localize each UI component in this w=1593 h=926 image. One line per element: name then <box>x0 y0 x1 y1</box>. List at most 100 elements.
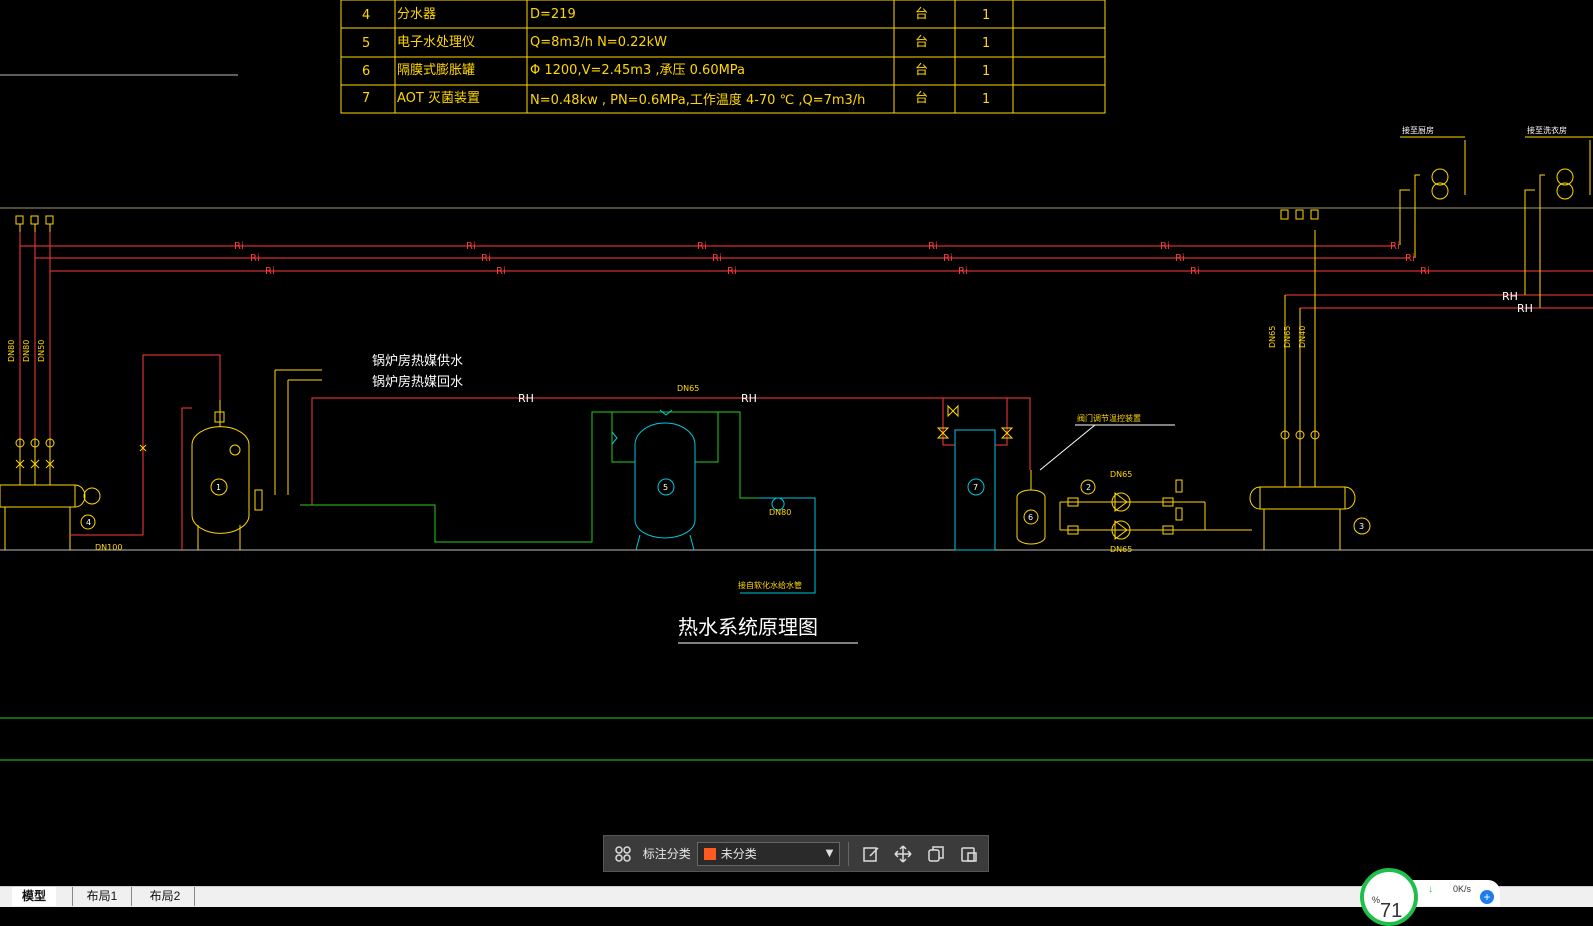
gauge-percent-unit: % <box>1372 895 1381 905</box>
pipe-label: Ri <box>727 266 737 277</box>
return-pipe-left <box>70 354 221 536</box>
table-row-4-no: 4 <box>362 8 370 23</box>
table-row-5-qty: 1 <box>982 36 990 51</box>
pipe-label: Ri <box>943 253 953 264</box>
boiler-return-label: 锅炉房热媒回水 <box>372 374 463 390</box>
cad-drawing-canvas[interactable]: 4 分水器 D=219 台 1 5 电子水处理仪 Q=8m3/h N=0.22k… <box>0 0 1593 880</box>
aot-unit-7 <box>954 429 996 551</box>
plus-icon[interactable]: + <box>1480 890 1494 904</box>
toolbar-divider <box>848 841 850 866</box>
pipe-label: Ri <box>265 266 275 277</box>
dn80-label-mid: DN80 <box>769 508 791 517</box>
pipe-label: Ri <box>1420 266 1430 277</box>
ri-pipes <box>19 230 1593 438</box>
table-row-7-spec: N=0.48kw , PN=0.6MPa,工作温度 4-70 ℃ ,Q=7m3/… <box>530 92 865 108</box>
dn40-right: DN40 <box>1298 326 1307 348</box>
table-row-6-unit: 台 <box>915 63 928 78</box>
callout-3: 3 <box>1359 522 1364 531</box>
valve-note: 阀门调节温控装置 <box>1077 413 1141 423</box>
table-row-4-unit: 台 <box>915 7 928 22</box>
cold-water-pipe <box>300 411 760 543</box>
distributor-3 <box>1249 209 1371 550</box>
pipe-label: Ri <box>1390 241 1400 252</box>
table-row-5-spec: Q=8m3/h N=0.22kW <box>530 35 667 50</box>
drawing-title: 热水系统原理图 <box>678 615 818 639</box>
table-row-4-spec: D=219 <box>530 7 576 22</box>
dn-label-left-1: DN80 <box>7 340 16 362</box>
outlet-note-1: 接至厨房 <box>1402 125 1434 135</box>
table-row-6-name: 隔膜式膨胀罐 <box>397 63 475 78</box>
layout-tab-bar: 模型 布局1 布局2 <box>0 886 1593 907</box>
arrow-down-icon: ↓ <box>1428 884 1433 895</box>
table-row-5-name: 电子水处理仪 <box>397 35 475 50</box>
boiler-supply-label: 锅炉房热媒供水 <box>372 353 463 369</box>
pipe-label: Ri <box>1190 266 1200 277</box>
softwater-note: 接自软化水给水管 <box>738 580 802 590</box>
callout-4: 4 <box>86 518 91 527</box>
dn65-pump-top: DN65 <box>1110 470 1132 479</box>
table-row-4-name: 分水器 <box>397 7 436 22</box>
pipe-label: Ri <box>697 241 707 252</box>
dn65-right-2: DN65 <box>1283 326 1292 348</box>
dn65-pump-bottom: DN65 <box>1110 545 1132 554</box>
table-row-6-qty: 1 <box>982 64 990 79</box>
callout-2: 2 <box>1086 483 1091 492</box>
dn65-label-top: DN65 <box>677 384 699 393</box>
pressure-vessel-6 <box>1016 470 1046 545</box>
paste-icon[interactable] <box>955 840 982 868</box>
callout-6: 6 <box>1028 513 1033 522</box>
download-rate: 0K/s <box>1453 884 1472 894</box>
chevron-down-icon: ▼ <box>825 848 834 859</box>
aot-bypass <box>942 398 1008 446</box>
pipe-label: Ri <box>1175 253 1185 264</box>
distributor-4 <box>0 438 101 550</box>
expansion-tank-5 <box>611 409 808 551</box>
pipe-label: Ri <box>496 266 506 277</box>
softwater-inlet <box>740 497 816 594</box>
equipment-table-text: 4 分水器 D=219 台 1 5 电子水处理仪 Q=8m3/h N=0.22k… <box>362 7 990 108</box>
callout-1: 1 <box>216 483 221 492</box>
rh-label: RH <box>1517 302 1533 315</box>
table-row-7-qty: 1 <box>982 92 990 107</box>
pipe-label: Ri <box>481 253 491 264</box>
tab-layout2[interactable]: 布局2 <box>136 887 195 906</box>
circulation-pumps-2 <box>1059 479 1252 540</box>
bypass-valves <box>936 404 1014 439</box>
annotation-category-label: 标注分类 <box>642 847 691 861</box>
callout-5: 5 <box>663 483 668 492</box>
valve-icon <box>139 444 147 452</box>
tab-model[interactable]: 模型 <box>12 887 56 906</box>
pipe-label: Ri <box>466 241 476 252</box>
left-riser-valves <box>15 215 54 232</box>
equipment-table <box>340 0 1106 114</box>
tab-layout1[interactable]: 布局1 <box>72 887 132 906</box>
heat-supply-line <box>181 407 192 550</box>
right-outlets <box>1399 136 1593 308</box>
copy-icon[interactable] <box>923 840 950 868</box>
pipe-label: Ri <box>928 241 938 252</box>
category-selected-value: 未分类 <box>720 847 757 861</box>
water-heater-1 <box>191 369 322 550</box>
outlet-note-2: 接至洗衣房 <box>1527 125 1567 135</box>
dn100-label: DN100 <box>95 543 122 552</box>
pipe-label: Ri <box>1405 253 1415 264</box>
speed-gauge[interactable]: 71% <box>1360 868 1418 926</box>
move-icon[interactable] <box>890 840 917 868</box>
cold-water-riser-2 <box>695 412 719 463</box>
pipe-label: Ri <box>234 241 244 252</box>
rh-label: RH <box>518 392 534 405</box>
category-dropdown[interactable]: 未分类 ▼ <box>696 841 841 866</box>
table-row-7-name: AOT 灭菌装置 <box>397 91 480 106</box>
table-row-5-unit: 台 <box>915 35 928 50</box>
pipe-label: Ri <box>958 266 968 277</box>
pipe-label: Ri <box>712 253 722 264</box>
table-row-6-spec: Φ 1200,V=2.45m3 ,承压 0.60MPa <box>530 63 745 78</box>
gauge-percent: 71 <box>1380 900 1403 922</box>
rh-pipe <box>311 397 1031 505</box>
dn-label-left-2: DN80 <box>22 340 31 362</box>
rh-label: RH <box>741 392 757 405</box>
callout-7: 7 <box>973 483 978 492</box>
edit-icon[interactable] <box>857 840 884 868</box>
grid-view-icon[interactable] <box>610 840 637 868</box>
table-row-7-unit: 台 <box>915 91 928 106</box>
